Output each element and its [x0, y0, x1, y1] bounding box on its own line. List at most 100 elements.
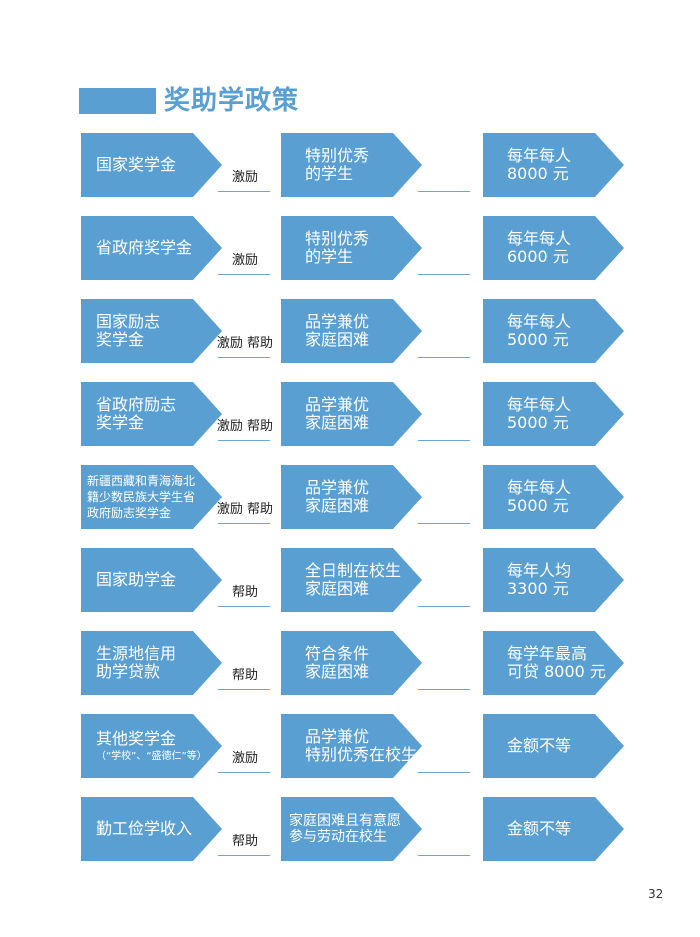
amount-line: 8000 元	[507, 164, 569, 183]
amount: 金额不等	[507, 714, 617, 778]
award-name: 省政府奖学金	[96, 216, 206, 280]
amount-arrow	[483, 465, 624, 529]
policy-row: 生源地信用助学贷款帮助符合条件家庭困难每学年最高可贷 8000 元	[0, 631, 700, 695]
award-name-note: （“学校”、“盛德仁”等）	[96, 750, 207, 762]
award-name-line: 新疆西藏和青海海北	[87, 473, 196, 488]
title-bar-decoration	[79, 88, 156, 114]
connector-line	[218, 191, 270, 192]
action-label: 激励 帮助	[216, 419, 274, 434]
amount-line: 每年每人	[507, 311, 572, 331]
connector-line	[418, 689, 470, 690]
eligibility-line: 参与劳动在校生	[289, 829, 387, 845]
target-arrow	[281, 797, 422, 861]
eligibility: 品学兼优家庭困难	[305, 299, 417, 363]
amount-line: 3300 元	[507, 579, 569, 598]
eligibility: 特别优秀的学生	[305, 133, 417, 197]
amount-line: 可贷 8000 元	[507, 662, 606, 681]
target-arrow	[281, 216, 422, 280]
policy-row: 新疆西藏和青海海北籍少数民族大学生省政府励志奖学金激励 帮助品学兼优家庭困难每年…	[0, 465, 700, 529]
eligibility: 特别优秀的学生	[305, 216, 417, 280]
eligibility-line: 特别优秀	[305, 228, 370, 248]
page-title: 奖助学政策	[164, 86, 300, 116]
connector-line	[218, 274, 270, 275]
amount-arrow	[483, 714, 624, 778]
amount-arrow	[483, 797, 624, 861]
amount-line: 每年每人	[507, 228, 572, 248]
eligibility-line: 家庭困难	[305, 413, 370, 432]
amount: 每学年最高可贷 8000 元	[507, 631, 617, 695]
action-label: 激励	[231, 751, 258, 766]
connector-line	[218, 440, 270, 441]
award-name-line: 省政府奖学金	[96, 237, 193, 257]
amount-arrow	[483, 631, 624, 695]
name-arrow	[81, 299, 222, 363]
award-name-line: 国家励志	[96, 311, 161, 331]
eligibility: 全日制在校生家庭困难	[305, 548, 417, 612]
amount-line: 5000 元	[507, 330, 569, 349]
action-label: 帮助	[231, 585, 258, 600]
connector-line	[218, 606, 270, 607]
connector-line	[218, 357, 270, 358]
name-arrow	[81, 714, 222, 778]
award-name-line: 国家助学金	[96, 569, 177, 589]
amount-line: 6000 元	[507, 247, 569, 266]
name-arrow	[81, 216, 222, 280]
connector-line	[418, 440, 470, 441]
eligibility-line: 的学生	[305, 247, 354, 266]
eligibility: 品学兼优家庭困难	[305, 465, 417, 529]
connector-line	[218, 523, 270, 524]
eligibility: 家庭困难且有意愿参与劳动在校生	[289, 797, 401, 861]
eligibility-line: 符合条件	[305, 643, 370, 663]
name-arrow	[81, 465, 222, 529]
eligibility-line: 品学兼优	[305, 394, 370, 414]
amount-line: 每学年最高	[507, 643, 588, 663]
action-label: 激励	[231, 170, 258, 185]
name-arrow	[81, 382, 222, 446]
policy-row: 勤工俭学收入帮助家庭困难且有意愿参与劳动在校生金额不等	[0, 797, 700, 861]
amount-line: 每年每人	[507, 394, 572, 414]
award-name-line: 其他奖学金	[96, 728, 177, 748]
eligibility-line: 家庭困难且有意愿	[289, 812, 401, 829]
connector-line	[418, 772, 470, 773]
action-label: 激励	[231, 253, 258, 268]
connector-line	[418, 357, 470, 358]
connector-line	[418, 855, 470, 856]
eligibility: 符合条件家庭困难	[305, 631, 417, 695]
eligibility-line: 品学兼优	[305, 726, 370, 746]
eligibility-line: 特别优秀在校生	[305, 745, 418, 764]
connector-line	[418, 523, 470, 524]
connector-line	[418, 191, 470, 192]
connector-line	[218, 772, 270, 773]
target-arrow	[281, 299, 422, 363]
award-name-line: 奖学金	[96, 413, 145, 432]
award-name-line: 助学贷款	[96, 662, 161, 681]
eligibility-line: 品学兼优	[305, 477, 370, 497]
eligibility: 品学兼优家庭困难	[305, 382, 417, 446]
amount-arrow	[483, 133, 624, 197]
eligibility-line: 品学兼优	[305, 311, 370, 331]
award-name: 国家奖学金	[96, 133, 206, 197]
amount-line: 5000 元	[507, 496, 569, 515]
eligibility-line: 全日制在校生	[305, 560, 402, 580]
action-label: 帮助	[231, 834, 258, 849]
amount-line: 5000 元	[507, 413, 569, 432]
award-name: 省政府励志奖学金	[96, 382, 206, 446]
target-arrow	[281, 382, 422, 446]
amount-arrow	[483, 382, 624, 446]
connector-line	[218, 689, 270, 690]
amount-arrow	[483, 216, 624, 280]
name-arrow	[81, 133, 222, 197]
award-name-line: 国家奖学金	[96, 154, 177, 174]
eligibility-line: 特别优秀	[305, 145, 370, 165]
amount-line: 每年人均	[507, 560, 572, 580]
name-arrow	[81, 797, 222, 861]
amount: 金额不等	[507, 797, 617, 861]
award-name: 生源地信用助学贷款	[96, 631, 206, 695]
